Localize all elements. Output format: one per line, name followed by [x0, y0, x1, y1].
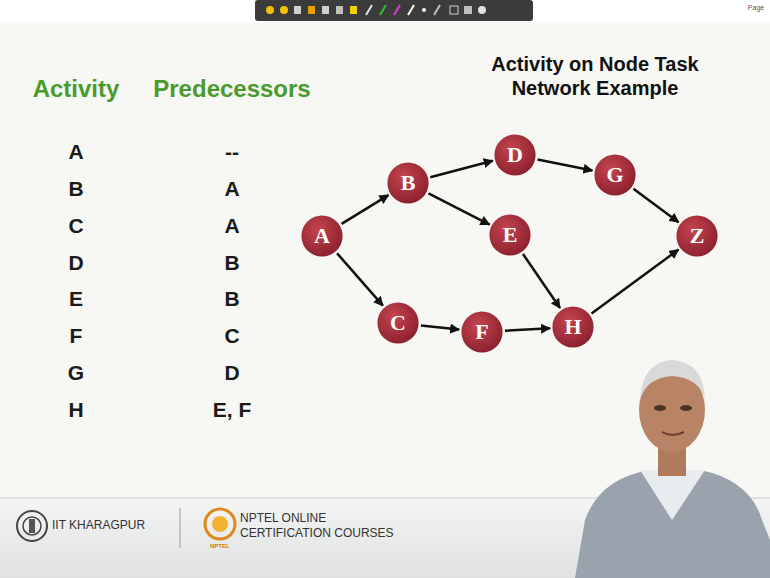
activity-letter: B	[401, 172, 416, 194]
precedence-arrow	[505, 328, 550, 330]
activity-circle: H	[552, 306, 594, 348]
table-cell: H	[68, 398, 83, 421]
activity-letter: A	[314, 225, 330, 247]
precedence-arrow	[337, 253, 383, 305]
toolbar-icons	[266, 5, 486, 15]
table-cell: C	[224, 324, 239, 347]
table-cell: B	[224, 287, 239, 310]
activity-letter: C	[390, 312, 406, 334]
activity-letter: H	[564, 316, 581, 338]
activity-letter: Z	[690, 225, 705, 247]
slide-title: Activity on Node Task Network Example	[470, 52, 720, 101]
table-cell: E, F	[213, 398, 252, 421]
activity-circle: Z	[676, 215, 718, 257]
activity-letter: D	[507, 144, 523, 166]
footer-text: CERTIFICATION COURSES	[240, 527, 394, 540]
pen-toolbar	[255, 0, 533, 21]
iit-logo	[17, 511, 47, 541]
activity-circle: F	[461, 311, 503, 353]
activity-circle: C	[377, 302, 419, 344]
table-cell: A	[68, 140, 83, 163]
table-cell: B	[224, 251, 239, 274]
activity-letter: F	[475, 321, 488, 343]
activity-letter: G	[606, 164, 623, 186]
precedence-arrow	[342, 195, 389, 224]
table-cell: G	[68, 361, 84, 384]
table-cell: F	[70, 324, 83, 347]
precedence-arrow	[430, 161, 492, 177]
page-label: Page	[748, 4, 764, 12]
table-cell: A	[224, 214, 239, 237]
footer-text: NPTEL ONLINE	[240, 512, 326, 525]
precedence-arrow	[523, 254, 560, 308]
activity-circle: B	[387, 162, 429, 204]
presenter-photo	[575, 360, 770, 578]
table-cell: E	[69, 287, 83, 310]
table-cell: D	[68, 251, 83, 274]
column-header: Activity	[33, 76, 120, 102]
table-cell: A	[224, 177, 239, 200]
activity-circle: E	[489, 214, 531, 256]
precedence-arrow	[633, 189, 678, 223]
activity-circle: D	[494, 134, 536, 176]
precedence-arrow	[421, 325, 459, 329]
footer-text: IIT KHARAGPUR	[52, 519, 145, 532]
footer-separator	[180, 508, 181, 548]
activity-circle: G	[594, 154, 636, 196]
nptel-logo	[205, 509, 235, 539]
column-header: Predecessors	[153, 76, 310, 102]
table-cell: C	[68, 214, 83, 237]
table-cell: B	[68, 177, 83, 200]
table-cell: D	[224, 361, 239, 384]
precedence-arrow	[428, 193, 489, 224]
precedence-arrow	[592, 250, 679, 314]
activity-circle: A	[301, 215, 343, 257]
precedence-arrow	[538, 160, 593, 171]
footer-text: NPTEL	[210, 543, 230, 550]
table-cell: --	[225, 140, 239, 163]
activity-letter: E	[503, 224, 518, 246]
